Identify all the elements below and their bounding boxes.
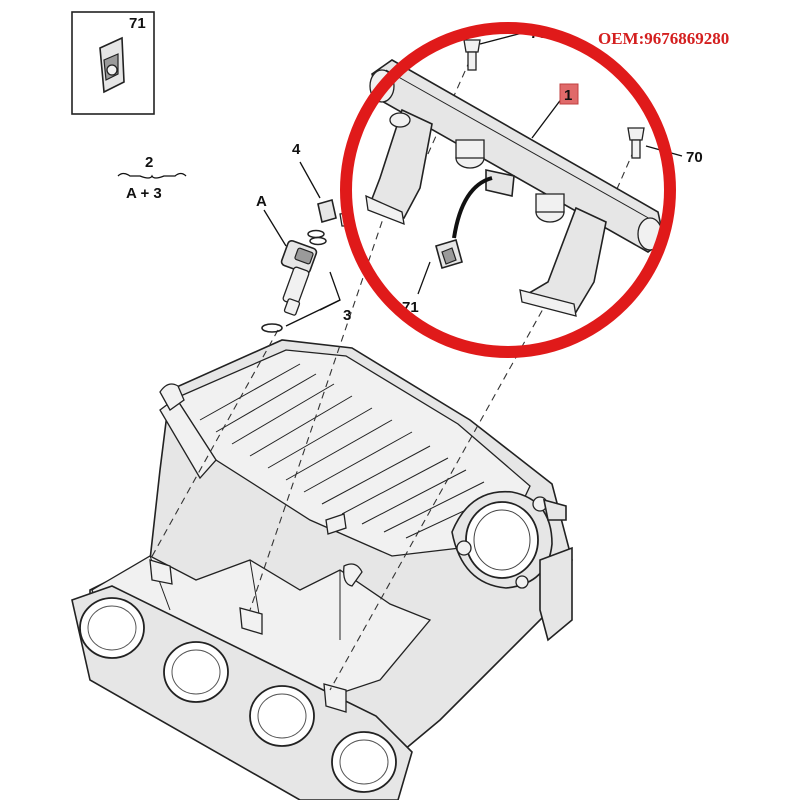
label-4: 4 <box>292 141 301 158</box>
oem-number: OEM:9676869280 <box>598 29 729 48</box>
bolt-70-right <box>627 127 645 159</box>
bolt-70-top <box>463 39 481 71</box>
throttle-flange <box>451 490 567 589</box>
intake-manifold <box>71 339 573 800</box>
part-badge-1: 1 <box>559 83 579 105</box>
label-a: A <box>256 193 267 210</box>
formula-bottom: A + 3 <box>126 185 162 202</box>
fuel-rail <box>365 59 665 317</box>
highlight-ring <box>340 22 676 358</box>
fuel-injector <box>261 229 327 333</box>
label-3: 3 <box>343 307 351 324</box>
inset-part-label: 71 <box>129 15 146 32</box>
formula: 2 A + 3 <box>117 154 187 202</box>
inset-box: 71 <box>71 11 155 115</box>
label-1: 1 <box>564 87 572 104</box>
formula-top: 2 <box>145 154 153 171</box>
cover-ribs <box>199 363 501 539</box>
label-70-right: 70 <box>686 149 703 166</box>
intake-ports <box>79 597 397 793</box>
